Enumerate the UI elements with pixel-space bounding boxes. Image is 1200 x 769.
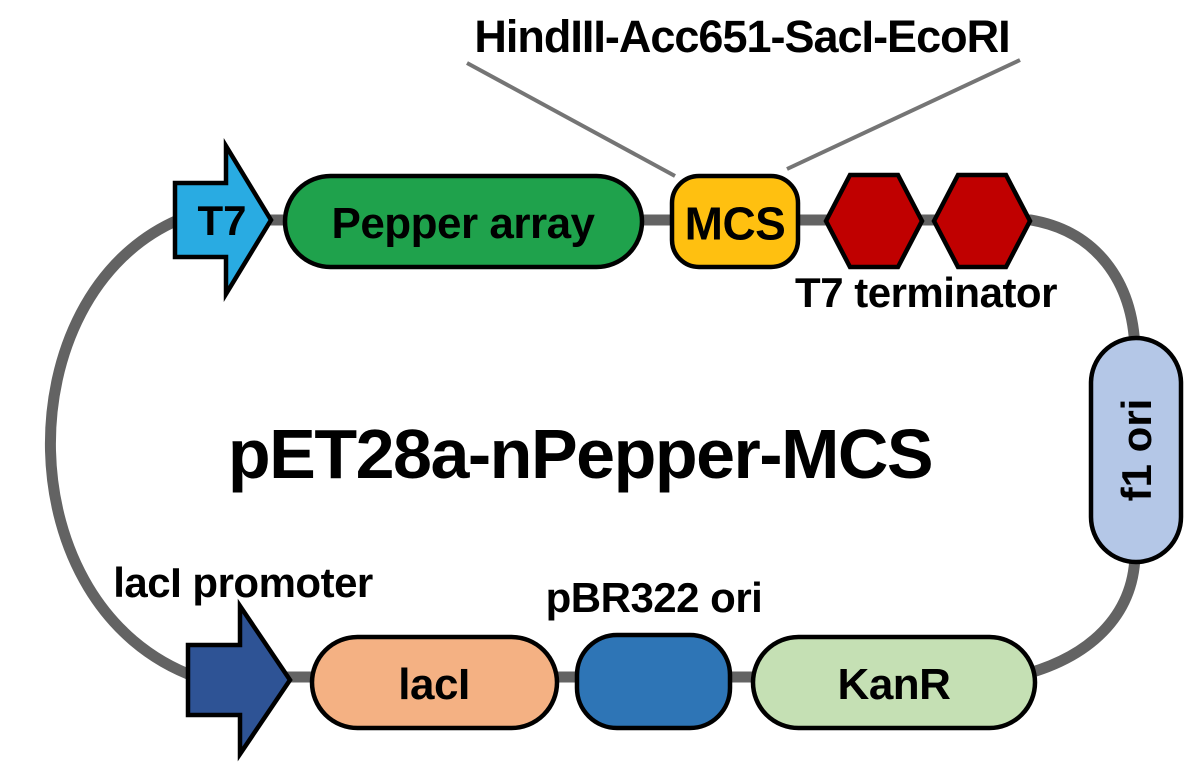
f1-ori-label: f1 ori bbox=[1113, 399, 1160, 502]
restriction-sites-label: HindIII-Acc651-SacI-EcoRI bbox=[474, 11, 1009, 62]
pbr322-ori-box bbox=[574, 632, 733, 731]
f1-ori-box bbox=[1088, 335, 1184, 565]
mcs-box bbox=[669, 173, 801, 270]
mcs-label: MCS bbox=[685, 198, 786, 250]
pbr322-ori-label: pBR322 ori bbox=[546, 574, 763, 621]
callout-line-left bbox=[466, 61, 676, 178]
laci-promoter-label: lacI promoter bbox=[113, 559, 373, 606]
pepper-array-box bbox=[282, 173, 645, 270]
plasmid-backbone bbox=[44, 214, 1141, 683]
laci-label: lacI bbox=[398, 660, 469, 709]
t7-terminator-label: T7 terminator bbox=[795, 269, 1057, 316]
laci-box bbox=[309, 634, 560, 731]
callout-line-right bbox=[786, 58, 1021, 171]
kanr-box bbox=[750, 634, 1038, 731]
t7-terminator-hexagon-2 bbox=[931, 172, 1033, 270]
t7-promoter-label: T7 bbox=[197, 197, 246, 244]
laci-promoter-arrow bbox=[185, 598, 293, 762]
pepper-array-label: Pepper array bbox=[331, 199, 595, 248]
plasmid-title: pET28a-nPepper-MCS bbox=[228, 415, 932, 493]
t7-terminator-hexagon-1 bbox=[823, 172, 925, 270]
kanr-label: KanR bbox=[838, 660, 951, 709]
t7-promoter-arrow bbox=[172, 137, 274, 303]
